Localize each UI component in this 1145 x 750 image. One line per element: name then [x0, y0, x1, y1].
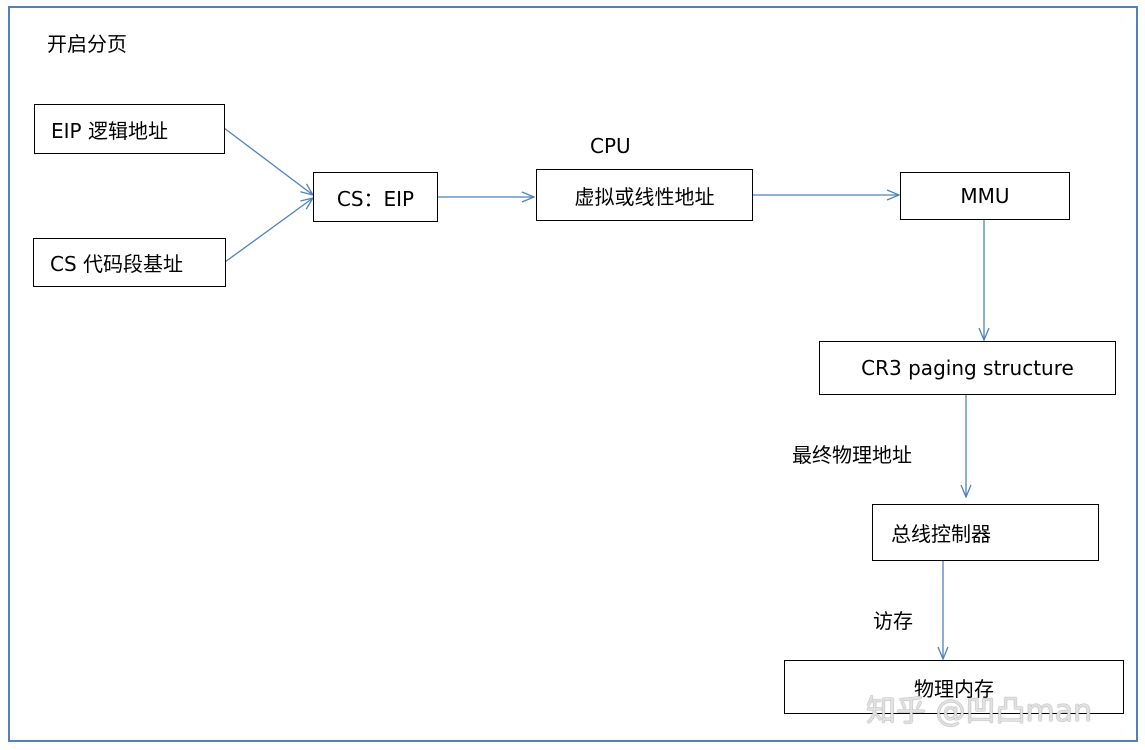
node-bus-controller: 总线控制器 — [872, 504, 1099, 561]
diagram-frame — [8, 6, 1138, 742]
node-eip-logical-address: EIP 逻辑地址 — [34, 104, 225, 154]
watermark: 知乎 @凹凸man — [866, 694, 1093, 729]
edge-label-final-physical-address: 最终物理地址 — [792, 443, 912, 467]
node-cr3-paging-structure: CR3 paging structure — [819, 341, 1116, 395]
node-virtual-linear-address: 虚拟或线性地址 — [536, 169, 753, 221]
node-cs-eip-label: CS：EIP — [336, 186, 415, 211]
node-mmu: MMU — [900, 172, 1070, 220]
node-mmu-label: MMU — [960, 184, 1010, 208]
edge-eip-to-cseip — [223, 127, 313, 195]
node-cs-eip: CS：EIP — [313, 172, 438, 222]
page-title: 开启分页 — [47, 32, 127, 56]
node-eip-logical-address-label: EIP 逻辑地址 — [51, 118, 168, 143]
edge-csbase-to-cseip — [224, 198, 313, 263]
node-cs-code-segment-base-label: CS 代码段基址 — [50, 252, 184, 276]
edge-label-memory-access: 访存 — [873, 609, 913, 633]
cpu-label: CPU — [590, 134, 631, 158]
node-bus-controller-label: 总线控制器 — [891, 522, 991, 546]
node-cr3-paging-structure-label: CR3 paging structure — [861, 356, 1074, 380]
node-physical-memory-label: 物理内存 — [914, 676, 994, 701]
node-physical-memory: 物理内存 — [784, 660, 1124, 714]
node-cs-code-segment-base: CS 代码段基址 — [33, 238, 226, 287]
node-virtual-linear-address-label: 虚拟或线性地址 — [574, 184, 715, 209]
